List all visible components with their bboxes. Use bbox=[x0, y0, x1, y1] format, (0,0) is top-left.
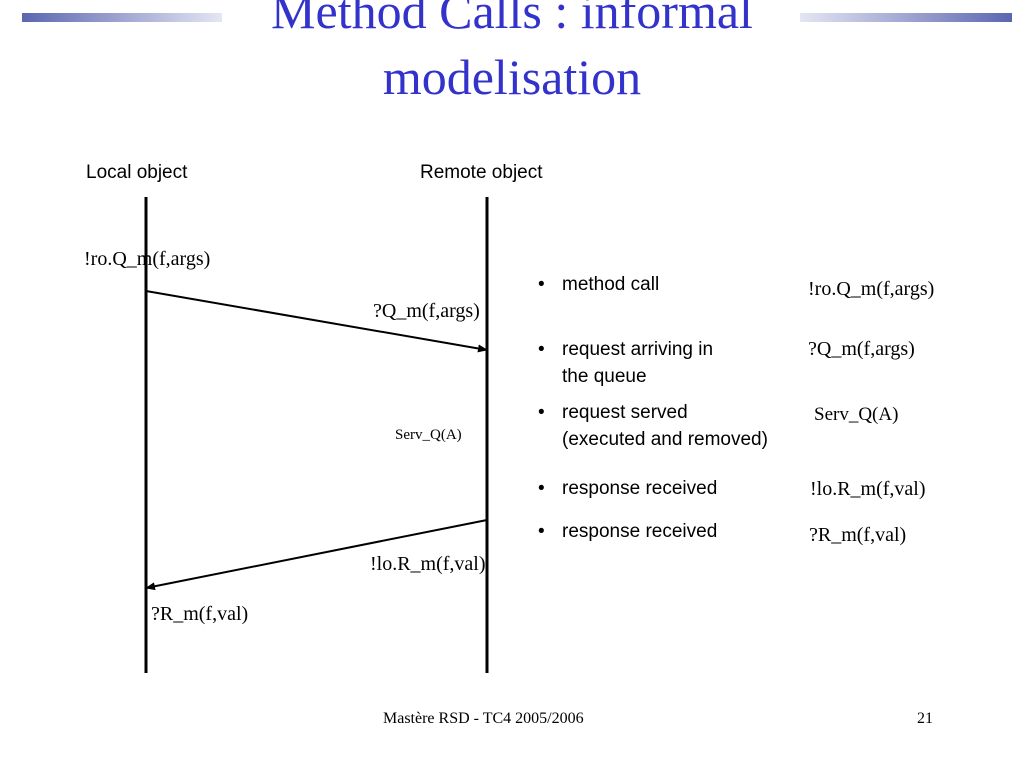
legend-item-text: method call bbox=[562, 274, 660, 295]
legend-item-text: response received bbox=[562, 521, 718, 542]
legend-item-method-call: • method call bbox=[538, 271, 659, 298]
legend-item-text: request arriving in bbox=[562, 339, 714, 360]
legend-item-text: request served bbox=[562, 402, 688, 423]
bullet-icon: • bbox=[538, 402, 545, 423]
legend-item-text: response received bbox=[562, 478, 718, 499]
bullet-icon: • bbox=[538, 274, 545, 295]
slide-title-line-2: modelisation bbox=[382, 49, 642, 105]
footer-page-number: 21 bbox=[917, 710, 933, 727]
bullet-icon: • bbox=[538, 339, 545, 360]
bullet-icon: • bbox=[538, 478, 545, 499]
legend-item-response-received-2: • response received bbox=[538, 518, 717, 545]
legend-item-request-served: • request served (executed and removed) bbox=[538, 399, 768, 453]
title-decoration-bar-left bbox=[22, 13, 222, 22]
footer-course: Mastère RSD - TC4 2005/2006 bbox=[383, 710, 584, 727]
legend-item-code: !lo.R_m(f,val) bbox=[810, 478, 926, 500]
legend-item-request-arriving: • request arriving in the queue bbox=[538, 336, 713, 390]
slide-title: Method Calls : informal modelisation bbox=[0, 0, 1024, 110]
legend-item-text-continued: the queue bbox=[562, 366, 647, 387]
legend-item-code: ?Q_m(f,args) bbox=[808, 338, 915, 360]
send-request-label: !ro.Q_m(f,args) bbox=[84, 248, 211, 270]
serve-request-label: Serv_Q(A) bbox=[395, 427, 462, 443]
title-decoration-bar-right bbox=[800, 13, 1012, 22]
remote-object-label: Remote object bbox=[420, 162, 543, 183]
legend-item-response-received: • response received bbox=[538, 475, 717, 502]
legend-item-code: Serv_Q(A) bbox=[814, 404, 899, 425]
bullet-icon: • bbox=[538, 521, 545, 542]
send-response-label: !lo.R_m(f,val) bbox=[370, 553, 486, 575]
legend-item-code: ?R_m(f,val) bbox=[809, 524, 907, 546]
request-arrival-label: ?Q_m(f,args) bbox=[373, 300, 480, 322]
legend-item-code: !ro.Q_m(f,args) bbox=[808, 278, 935, 300]
slide-title-line-1: Method Calls : informal bbox=[271, 0, 753, 39]
method-call-arrow bbox=[145, 290, 488, 353]
legend-item-text-continued: (executed and removed) bbox=[562, 429, 768, 450]
local-object-label: Local object bbox=[86, 162, 188, 183]
response-arrow bbox=[145, 519, 488, 591]
receive-response-label: ?R_m(f,val) bbox=[151, 603, 249, 625]
